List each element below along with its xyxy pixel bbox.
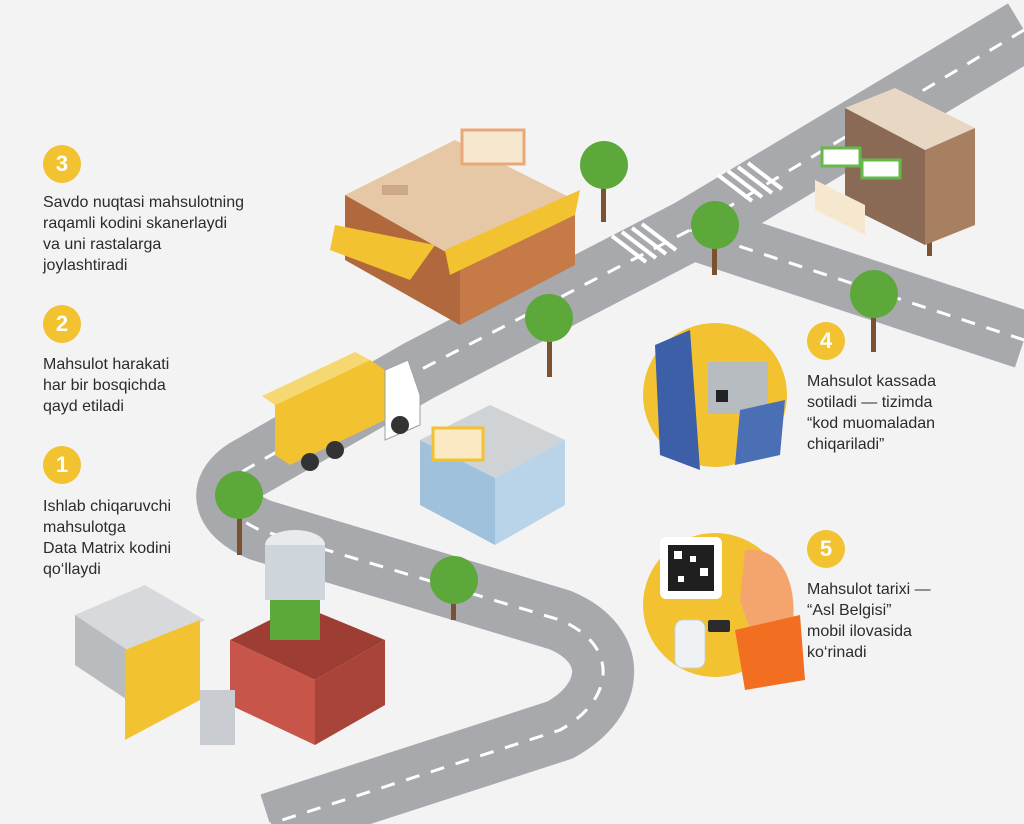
step-1-text: Ishlab chiqaruvchi mahsulotga Data Matri…: [43, 498, 172, 578]
step-1-badge: 1: [43, 446, 81, 484]
office-building-icon: [420, 405, 565, 545]
tree-icon: [215, 471, 263, 555]
tree-icon: [525, 294, 573, 377]
tree-icon: [691, 201, 739, 275]
step-3-badge: 3: [43, 145, 81, 183]
step-4-badge: 4: [807, 322, 845, 360]
step-2-text: Mahsulot harakati har bir bosqichda qayd…: [43, 356, 170, 415]
phone-scan-icon: [643, 533, 805, 690]
step-2-badge: 2: [43, 305, 81, 343]
truck-icon: [262, 352, 421, 471]
factory-icon: [75, 530, 385, 745]
tree-icon: [580, 141, 628, 222]
cashier-icon: [643, 323, 787, 470]
tree-icon: [430, 556, 478, 620]
step-5-text: Mahsulot tarixi — “Asl Belgisi” mobil il…: [807, 581, 931, 661]
step-5-badge: 5: [807, 530, 845, 568]
tree-icon: [850, 270, 898, 352]
shop-building-icon: [815, 88, 975, 245]
step-3-text: Savdo nuqtasi mahsulotning raqamli kodin…: [43, 194, 245, 274]
trees: [215, 141, 953, 620]
step-4-text: Mahsulot kassada sotiladi — tizimda “kod…: [807, 373, 936, 453]
store-icon: [330, 128, 580, 325]
